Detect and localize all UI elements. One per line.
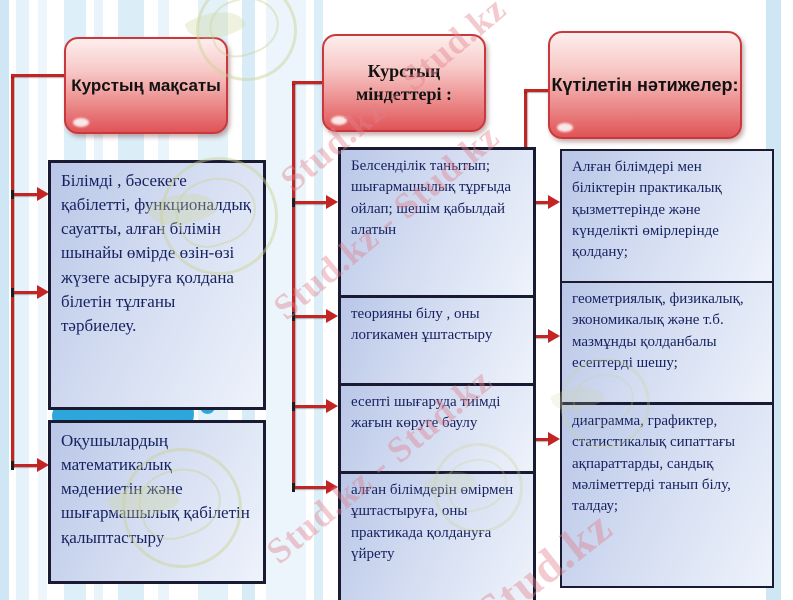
background-stripe — [16, 0, 29, 600]
header-course-goal-label: Курстың мақсаты — [71, 75, 221, 95]
header-course-objectives-label: Курстың міндеттері : — [356, 60, 452, 104]
objective-item-box: теорияны білу , оны логикамен ұштастыру — [338, 295, 536, 389]
arrow-objective-4 — [292, 480, 338, 494]
result-item-box: Алған білімдері мен біліктерін практикал… — [560, 149, 774, 287]
connector-branch-goal-header — [11, 74, 64, 77]
arrow-goal-item-2 — [11, 458, 49, 472]
arrow-objective-3 — [292, 399, 338, 413]
objective-item-box: алған білімдерін өмірмен ұштастыруға, он… — [338, 471, 536, 600]
background-stripe — [314, 0, 323, 600]
arrow-goal-item-1 — [11, 187, 49, 201]
result-item-box: диаграмма, графиктер, статистикалық сипа… — [560, 403, 774, 588]
connector-line-objectives — [292, 81, 295, 489]
goal-item-box: Оқушылардың математикалық мәдениетін жән… — [48, 420, 266, 584]
arrow-goal-item-1b — [11, 285, 49, 299]
connector-branch-results-header — [524, 89, 548, 92]
header-course-goal: Курстың мақсаты — [64, 37, 228, 134]
connector-line-goal — [11, 74, 14, 468]
goal-item-box: Білімді , бәсекеге қабілетті, функционал… — [48, 160, 266, 410]
result-item-box: геометриялық, физикалық, экономикалық жә… — [560, 281, 774, 404]
objective-item-box: есепті шығаруда тиімді жағын көруге баул… — [338, 383, 536, 477]
arrow-objective-2 — [292, 309, 338, 323]
objective-item-box: Белсенділік танытып; шығармашылық тұрғыд… — [338, 147, 536, 301]
header-expected-results: Күтілетін нәтижелер: — [548, 31, 742, 139]
background-stripe — [38, 0, 47, 600]
header-expected-results-label: Күтілетін нәтижелер: — [551, 74, 739, 95]
background-stripe — [266, 0, 306, 600]
arrow-objective-1 — [292, 195, 338, 209]
background-stripe — [0, 0, 9, 600]
header-course-objectives: Курстың міндеттері : — [322, 34, 486, 132]
connector-branch-objectives-header — [292, 81, 322, 84]
